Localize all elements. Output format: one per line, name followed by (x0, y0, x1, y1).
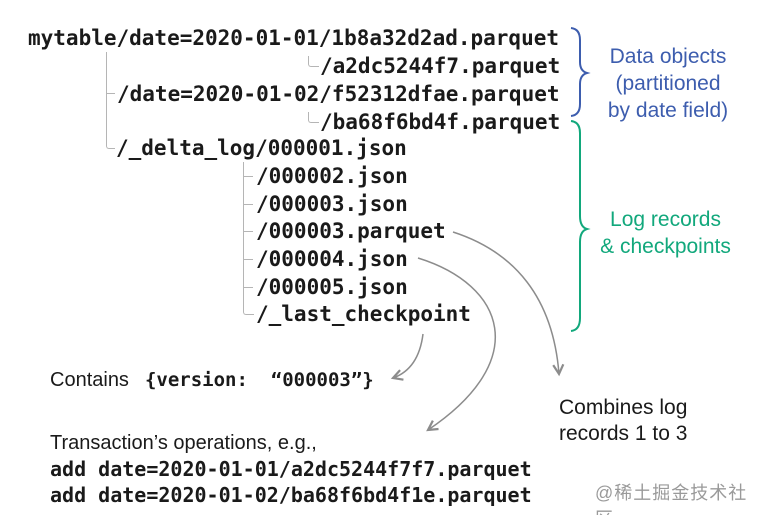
tree-connector (244, 176, 253, 177)
data-objects-label-line: by date field) (607, 99, 729, 122)
log-to-transactions-arrow (417, 257, 497, 432)
contains-note: Contains {version: “000003”} (50, 367, 374, 393)
tree-row: /_delta_log/000001.json (116, 136, 407, 160)
combines-note-line: Combines log (559, 396, 688, 419)
combines-note: Combines log records 1 to 3 (559, 395, 687, 447)
contains-note-prefix: Contains (50, 369, 129, 391)
tree-row: /_last_checkpoint (256, 302, 471, 326)
transactions-title: Transaction’s operations, e.g., (50, 432, 317, 454)
tree-connector (107, 93, 115, 94)
tree-row: /a2dc5244f7.parquet (320, 54, 561, 78)
data-objects-label-line: Data objects (609, 45, 727, 68)
tree-connector (106, 52, 115, 149)
tree-row: /000003.parquet (256, 219, 446, 243)
last-checkpoint-to-contains-arrow (390, 333, 424, 381)
data-objects-label-line: (partitioned (615, 72, 721, 95)
tree-row: /000005.json (256, 275, 408, 299)
tree-connector (244, 259, 253, 260)
tree-row: /000003.json (256, 192, 408, 216)
transaction-op: add date=2020-01-02/ba68f6bd4f1e.parquet (50, 483, 532, 507)
contains-note-code: {version: “000003”} (144, 369, 374, 391)
data-objects-brace (570, 27, 591, 117)
watermark: @稀土掘金技术社区 (595, 483, 748, 515)
tree-row: /000002.json (256, 164, 408, 188)
tree-row: mytable/date=2020-01-01/1b8a32d2ad.parqu… (28, 26, 560, 50)
transactions-note: Transaction’s operations, e.g., add date… (50, 430, 532, 508)
tree-row: /date=2020-01-02/f52312dfae.parquet (117, 82, 560, 106)
tree-row: /ba68f6bd4f.parquet (320, 110, 561, 134)
tree-connector (243, 162, 254, 315)
log-records-label: Log records & checkpoints (583, 206, 748, 260)
data-objects-label: Data objects (partitioned by date field) (588, 43, 748, 124)
tree-connector (244, 231, 253, 232)
tree-connector (244, 287, 253, 288)
tree-connector (308, 56, 319, 67)
log-records-label-line: & checkpoints (600, 235, 731, 258)
combines-note-line: records 1 to 3 (559, 422, 688, 445)
tree-row: /000004.json (256, 247, 408, 271)
tree-connector (308, 112, 319, 123)
transaction-op: add date=2020-01-01/a2dc5244f7f7.parquet (50, 457, 532, 481)
log-records-label-line: Log records (610, 208, 721, 231)
tree-connector (244, 204, 253, 205)
